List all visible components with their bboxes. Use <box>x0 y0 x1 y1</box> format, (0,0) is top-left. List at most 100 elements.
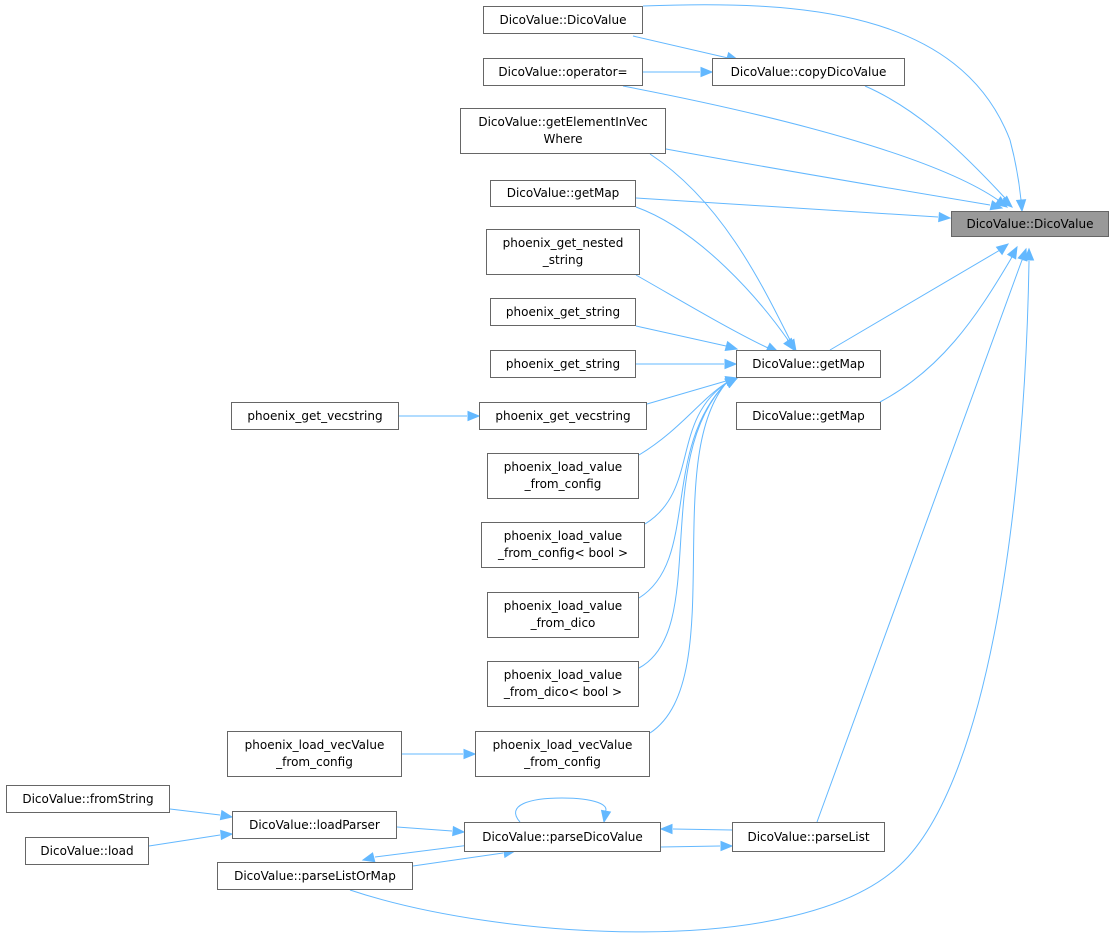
edge-load-to-loadparser <box>148 834 221 847</box>
edge-parselistormap-to-root <box>349 261 1030 933</box>
edge-opassign-to-root <box>622 85 1000 201</box>
node-from-string[interactable]: DicoValue::fromString <box>6 785 170 813</box>
node-phoenix-get-string-2[interactable]: phoenix_get_string <box>490 350 636 378</box>
node-label-line: _from_dico< bool > <box>503 685 623 699</box>
node-label-line: DicoValue::copyDicoValue <box>730 64 887 79</box>
edge-parselistormap-to-root-arrowhead <box>1023 247 1035 261</box>
node-label-line: DicoValue::getElementInVec <box>478 115 648 129</box>
node-load-value-from-dico[interactable]: phoenix_load_value _from_dico <box>487 592 639 638</box>
node-label-line: DicoValue::DicoValue <box>499 12 627 27</box>
edge-loadparser-to-parsedico <box>396 826 453 832</box>
edge-getmapa-to-root-arrowhead <box>938 211 952 223</box>
edge-parselist-to-parsedico-arrowhead <box>659 823 673 835</box>
edge-parsedico-to-parselist-arrowhead <box>720 840 734 852</box>
edge-vecleft-to-vecmid-arrowhead <box>467 410 481 422</box>
edge-lvdicobool-to-getmapmid <box>638 380 728 669</box>
node-label-line: _from_config< bool > <box>497 546 629 560</box>
node-getmap-lower[interactable]: DicoValue::getMap <box>736 402 881 430</box>
node-label-line: DicoValue::operator= <box>498 64 628 79</box>
node-label-line: Where <box>543 132 583 146</box>
node-parse-dico-value[interactable]: DicoValue::parseDicoValue <box>464 822 661 852</box>
edge-getmapmid-to-root <box>829 249 1001 351</box>
edge-vecvalmid-to-getmapmid-arrowhead <box>724 377 739 388</box>
node-label-line: phoenix_load_value <box>503 460 623 474</box>
node-load-value-from-config[interactable]: phoenix_load_value _from_config <box>487 453 639 499</box>
node-operator-assign[interactable]: DicoValue::operator= <box>483 58 643 86</box>
edge-getelem-to-getmapmid <box>649 153 791 341</box>
node-label-line: phoenix_get_nested <box>502 236 624 250</box>
node-label-line: _from_config <box>276 755 353 769</box>
node-label-line: phoenix_get_vecstring <box>495 408 631 423</box>
node-label-line: DicoValue::getMap <box>752 356 865 371</box>
node-label-line: _from_config <box>524 755 601 769</box>
node-parse-list[interactable]: DicoValue::parseList <box>732 822 885 852</box>
node-phoenix-get-nested-string[interactable]: phoenix_get_nested _string <box>486 229 640 275</box>
node-label-line: DicoValue::parseListOrMap <box>234 868 396 883</box>
node-load-parser[interactable]: DicoValue::loadParser <box>232 811 397 839</box>
edge-load-to-loadparser-arrowhead <box>220 829 234 841</box>
node-copy-dico-value[interactable]: DicoValue::copyDicoValue <box>712 58 905 86</box>
node-phoenix-get-string-1[interactable]: phoenix_get_string <box>490 298 636 326</box>
edge-nested-to-getmapmid <box>635 274 769 349</box>
node-label-line: phoenix_load_vecValue <box>492 738 633 752</box>
edge-vecvalmid-to-getmapmid <box>649 380 728 734</box>
node-load-vecvalue-from-config-left[interactable]: phoenix_load_vecValue _from_config <box>227 731 402 777</box>
edge-getmapmid-to-root-arrowhead <box>995 243 1010 256</box>
node-load-value-from-dico-bool[interactable]: phoenix_load_value _from_dico< bool > <box>487 661 639 707</box>
edge-parselistormap-to-parsedico <box>412 852 504 867</box>
edge-parselist-to-parsedico <box>672 828 733 831</box>
node-label-line: DicoValue::parseDicoValue <box>482 829 643 844</box>
edge-lvconfigbool-to-getmapmid <box>644 381 729 525</box>
edge-ctor-to-root <box>642 4 1022 201</box>
edge-gs1-to-getmapmid <box>635 325 727 347</box>
edge-gs1-to-getmapmid-arrowhead <box>724 340 739 352</box>
edge-getmapa-to-getmapmid <box>635 206 789 341</box>
edge-parsedico-to-parselist <box>660 845 721 848</box>
node-phoenix-get-vecstring-left[interactable]: phoenix_get_vecstring <box>231 402 399 430</box>
edge-opassign-to-root-arrowhead <box>994 196 1009 208</box>
node-dicovalue-ctor[interactable]: DicoValue::DicoValue <box>483 6 643 34</box>
edge-fromstring-to-loadparser <box>169 808 221 816</box>
edge-lvdico-to-getmapmid <box>638 380 728 599</box>
node-label-line: DicoValue::getMap <box>506 186 620 200</box>
node-getmap-upper[interactable]: DicoValue::getMap <box>490 180 636 207</box>
edge-copy-to-root-arrowhead <box>999 195 1013 208</box>
edge-getelem-to-root-arrowhead <box>989 200 1004 211</box>
edge-parsedico-self-loop <box>515 797 607 823</box>
edge-parsedico-to-parselistormap-arrowhead <box>361 852 376 863</box>
node-label-line: DicoValue::load <box>40 843 134 858</box>
node-label-line: phoenix_get_vecstring <box>247 408 383 423</box>
edge-opassign-to-copy-arrowhead <box>700 66 714 78</box>
edge-vecmid-to-getmapmid <box>646 380 727 405</box>
node-phoenix-get-vecstring[interactable]: phoenix_get_vecstring <box>479 402 647 430</box>
node-label-line: _from_dico <box>530 616 596 630</box>
node-label-line: _from_config <box>524 477 602 491</box>
edge-getmapa-to-root <box>635 197 939 218</box>
node-load-value-from-config-bool[interactable]: phoenix_load_value _from_config< bool > <box>481 522 645 568</box>
node-load[interactable]: DicoValue::load <box>25 837 149 865</box>
node-label-line: phoenix_get_string <box>505 304 621 319</box>
node-load-vecvalue-from-config[interactable]: phoenix_load_vecValue _from_config <box>475 731 650 777</box>
node-label-line: phoenix_load_value <box>503 529 623 543</box>
edge-getmapc-to-root <box>879 256 1013 403</box>
edge-copy-to-root <box>864 85 1006 200</box>
node-label-line: DicoValue::loadParser <box>249 817 380 832</box>
node-getmap-middle[interactable]: DicoValue::getMap <box>736 350 881 378</box>
node-label-line: DicoValue::getMap <box>752 408 865 423</box>
edge-loadparser-to-parsedico-arrowhead <box>452 825 466 837</box>
node-label-line: phoenix_get_string <box>505 356 621 371</box>
edge-ctor-to-copy <box>632 35 730 59</box>
node-root-dicovalue-ctor: DicoValue::DicoValue <box>951 211 1109 237</box>
node-label-line: phoenix_load_vecValue <box>244 738 385 752</box>
node-parse-list-or-map[interactable]: DicoValue::parseListOrMap <box>217 862 413 890</box>
node-label-line: phoenix_load_value <box>503 599 623 613</box>
node-label-line: DicoValue::fromString <box>22 791 154 806</box>
edge-vecvalleft-to-vecvalmid-arrowhead <box>463 748 477 760</box>
node-label-line: _string <box>542 253 584 267</box>
node-label-line: phoenix_load_value <box>503 668 623 682</box>
edge-getelem-to-root <box>665 148 991 206</box>
node-label-line: DicoValue::DicoValue <box>966 216 1094 231</box>
